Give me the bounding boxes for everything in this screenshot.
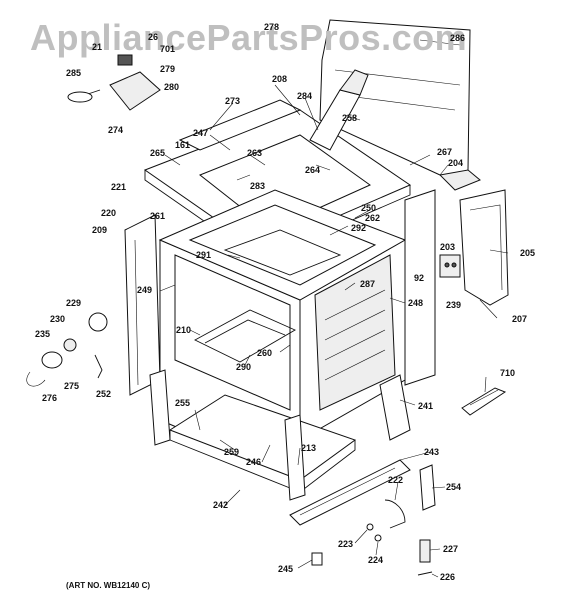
callout-258: 258	[342, 113, 357, 123]
rear-cover	[459, 189, 509, 306]
callout-207: 207	[512, 314, 527, 324]
callout-labels: 278 286 21 26 701 285 279 280 274 273 20…	[35, 22, 535, 582]
callout-243: 243	[424, 447, 439, 457]
broil-element	[223, 229, 342, 276]
callout-260: 260	[257, 348, 272, 358]
callout-203: 203	[440, 242, 455, 252]
callout-265: 265	[150, 148, 165, 158]
callout-248: 248	[408, 298, 423, 308]
callout-274: 274	[108, 125, 123, 135]
callout-247: 247	[193, 128, 208, 138]
callout-208: 208	[272, 74, 287, 84]
callout-287: 287	[360, 279, 375, 289]
callout-230: 230	[50, 314, 65, 324]
anti-tip-bracket	[461, 387, 507, 416]
callout-285: 285	[66, 68, 81, 78]
callout-261: 261	[150, 211, 165, 221]
callout-21: 21	[92, 42, 102, 52]
callout-275: 275	[64, 381, 79, 391]
oven-vent-duct	[309, 69, 369, 151]
callout-213: 213	[301, 443, 316, 453]
callout-242: 242	[213, 500, 228, 510]
terminal-block	[439, 254, 461, 278]
callout-205: 205	[520, 248, 535, 258]
rear-leg-bracket	[379, 374, 411, 441]
callout-250: 250	[361, 203, 376, 213]
callout-291: 291	[196, 250, 211, 260]
callout-701: 701	[160, 44, 175, 54]
callout-222: 222	[388, 475, 403, 485]
callout-209: 209	[92, 225, 107, 235]
art-number: (ART NO. WB12140 C)	[66, 581, 150, 590]
callout-223: 223	[338, 539, 353, 549]
bake-element	[194, 309, 296, 363]
callout-221: 221	[111, 182, 126, 192]
callout-259: 259	[224, 447, 239, 457]
callout-263: 263	[247, 148, 262, 158]
callout-278: 278	[264, 22, 279, 32]
control-switch-assembly	[67, 54, 161, 111]
callout-241: 241	[418, 401, 433, 411]
callout-204: 204	[448, 158, 463, 168]
callout-279: 279	[160, 64, 175, 74]
callout-283: 283	[250, 181, 265, 191]
hinge-parts	[311, 464, 436, 576]
callout-leaders	[159, 84, 509, 578]
side-insulation-panel	[314, 254, 396, 411]
callout-290: 290	[236, 362, 251, 372]
callout-276: 276	[42, 393, 57, 403]
callout-280: 280	[164, 82, 179, 92]
cabinet-left-side	[124, 214, 161, 396]
cabinet-right-side	[404, 189, 436, 386]
callout-239: 239	[446, 300, 461, 310]
rear-panel	[319, 19, 481, 191]
callout-249: 249	[137, 285, 152, 295]
callout-92: 92	[414, 273, 424, 283]
callout-224: 224	[368, 555, 383, 565]
spring-part	[94, 354, 103, 379]
callout-220: 220	[101, 208, 116, 218]
callout-267: 267	[437, 147, 452, 157]
callout-161: 161	[175, 140, 190, 150]
callout-245: 245	[278, 564, 293, 574]
callout-264: 264	[305, 165, 320, 175]
callout-252: 252	[96, 389, 111, 399]
knob-assembly	[26, 312, 108, 387]
callout-292: 292	[351, 223, 366, 233]
callout-286: 286	[450, 33, 465, 43]
callout-710: 710	[500, 368, 515, 378]
callout-210: 210	[176, 325, 191, 335]
callout-255: 255	[175, 398, 190, 408]
callout-246: 246	[246, 457, 261, 467]
watermark-text: AppliancePartsPros.com	[30, 17, 467, 58]
callout-226: 226	[440, 572, 455, 582]
callout-227: 227	[443, 544, 458, 554]
front-kickplate-frame	[149, 369, 306, 501]
callout-26: 26	[148, 32, 158, 42]
callout-273: 273	[225, 96, 240, 106]
drawer-rail	[289, 459, 411, 526]
callout-254: 254	[446, 482, 461, 492]
callout-229: 229	[66, 298, 81, 308]
callout-284: 284	[297, 91, 312, 101]
callout-235: 235	[35, 329, 50, 339]
callout-262: 262	[365, 213, 380, 223]
